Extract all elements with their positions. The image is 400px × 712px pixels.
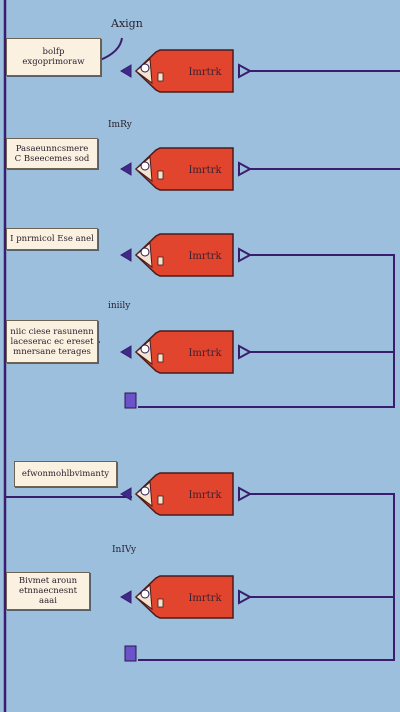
tag-label: Imrtrk bbox=[188, 251, 222, 262]
tag-label: Imrtrk bbox=[188, 593, 222, 604]
tag-mark bbox=[157, 72, 164, 82]
tag-body bbox=[134, 575, 234, 619]
tag-mark bbox=[157, 598, 164, 608]
tag-right-connector bbox=[238, 344, 253, 360]
note-box: I pnrmicol Ese anel bbox=[6, 228, 98, 250]
tag-mark bbox=[157, 256, 164, 266]
tag-body bbox=[134, 49, 234, 93]
tag-mark bbox=[157, 353, 164, 363]
tag-left-cap bbox=[120, 248, 132, 262]
tag-group: Imrtrk bbox=[120, 49, 253, 93]
tag-left-cap bbox=[120, 487, 132, 501]
tag-right-connector bbox=[238, 589, 253, 605]
tag-eye bbox=[140, 63, 150, 73]
tag-left-cap bbox=[120, 162, 132, 176]
tag-group: Imrtrk bbox=[120, 147, 253, 191]
row-tag: InIVy bbox=[112, 545, 137, 555]
tag-body bbox=[134, 330, 234, 374]
tag-eye bbox=[140, 161, 150, 171]
tag-eye bbox=[140, 589, 150, 599]
tag-right-connector bbox=[238, 486, 253, 502]
wire-bus-2 bbox=[138, 493, 395, 661]
tag-eye bbox=[140, 247, 150, 257]
tag-left-cap bbox=[120, 64, 132, 78]
tag-mark bbox=[157, 495, 164, 505]
tag-right-connector bbox=[238, 63, 253, 79]
tag-label: Imrtrk bbox=[188, 67, 222, 78]
tag-group: Imrtrk bbox=[120, 472, 253, 516]
note-connector-1 bbox=[99, 37, 123, 61]
tag-mark bbox=[157, 170, 164, 180]
note-box: Bivmet aroun etnnaecnesnt aaai bbox=[6, 572, 90, 610]
row-tag: ImRy bbox=[108, 120, 132, 130]
tag-eye bbox=[140, 344, 150, 354]
tag-eye bbox=[140, 486, 150, 496]
tag-group: Imrtrk bbox=[120, 575, 253, 619]
tag-body bbox=[134, 233, 234, 277]
terminal-square bbox=[124, 645, 137, 662]
note-box: bolfp exgoprimoraw bbox=[6, 38, 101, 76]
tag-right-connector bbox=[238, 247, 253, 263]
tag-label: Imrtrk bbox=[188, 490, 222, 501]
tag-label: Imrtrk bbox=[188, 348, 222, 359]
tag-label: Imrtrk bbox=[188, 165, 222, 176]
note-box: Pasaeunncsmere C Bseecemes sod bbox=[6, 138, 98, 169]
wire-bus-1 bbox=[138, 254, 395, 408]
tag-right-connector bbox=[238, 161, 253, 177]
tag-left-cap bbox=[120, 345, 132, 359]
tag-group: Imrtrk bbox=[120, 233, 253, 277]
tag-left-cap bbox=[120, 590, 132, 604]
note-box: niic ciese rasunenn laceserac ec ereset … bbox=[6, 320, 98, 363]
tag-group: Imrtrk bbox=[120, 330, 253, 374]
tag-body bbox=[134, 472, 234, 516]
diagram-title: Axign bbox=[111, 17, 143, 30]
note-box: efwonmohlbvimanty bbox=[14, 461, 117, 487]
row-tag: iniily bbox=[108, 301, 131, 311]
terminal-square bbox=[124, 392, 137, 409]
tag-body bbox=[134, 147, 234, 191]
